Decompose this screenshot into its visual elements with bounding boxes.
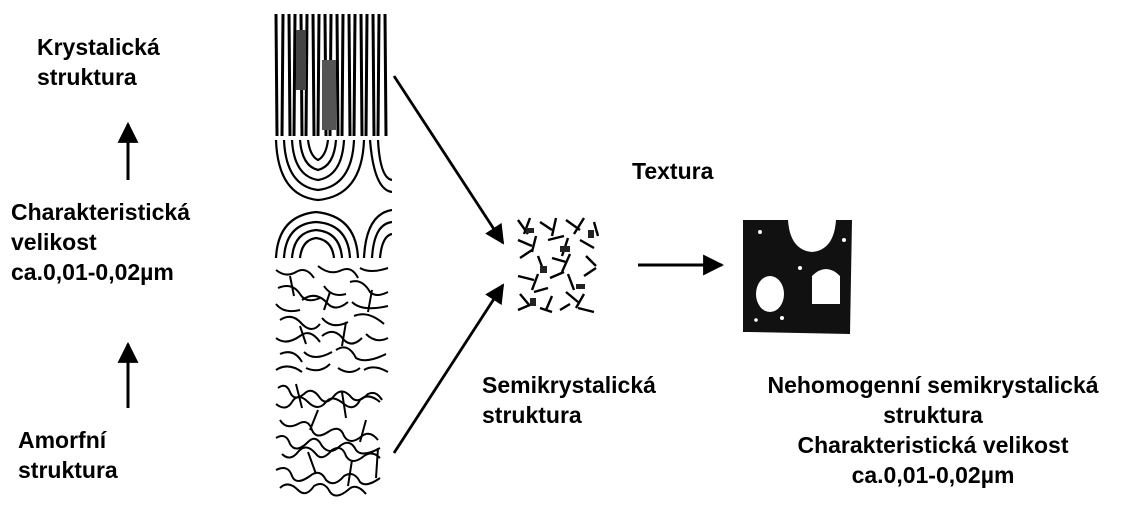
amorphous-texture-panel [276, 384, 382, 496]
arrow-amorphous-to-semicrystalline [394, 285, 503, 453]
lamellar-texture-panel [276, 140, 392, 258]
inhomogeneous-texture-panel [746, 220, 852, 334]
spherulitic-texture-panel [276, 266, 388, 372]
crystalline-texture-panel [272, 14, 392, 136]
arrow-crystalline-to-semicrystalline [394, 76, 503, 243]
